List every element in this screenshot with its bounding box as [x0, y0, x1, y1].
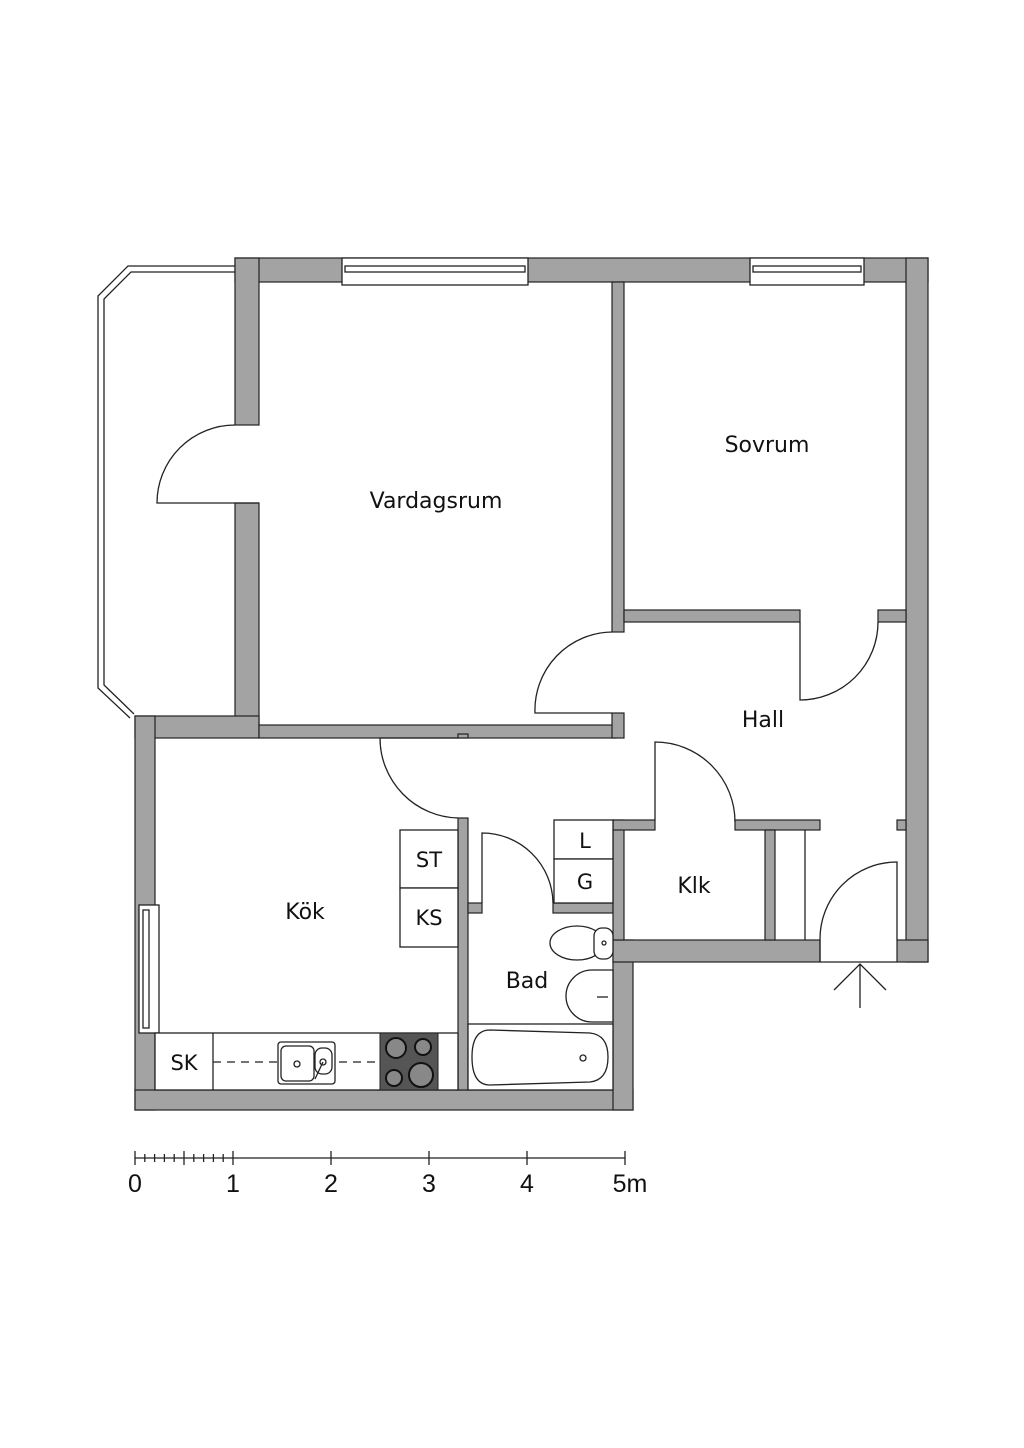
fixture-label-ks: KS: [415, 906, 442, 930]
scale-label: 4: [520, 1170, 534, 1198]
l-cabinet: [553, 819, 614, 860]
fixture-label-g: G: [577, 870, 593, 894]
window-kitchen: [138, 904, 160, 1034]
entrance-arrow-icon: [833, 963, 887, 1008]
ks-cabinet: [399, 887, 459, 948]
fixture-label-st: ST: [416, 848, 442, 872]
living-door[interactable]: [534, 631, 613, 714]
scale-label: 1: [226, 1170, 240, 1198]
fixture-label-sk: SK: [170, 1051, 198, 1075]
scale-label: 0: [128, 1170, 142, 1198]
scale-label: 2: [324, 1170, 338, 1198]
scale-bar: 0 1 2 3 4 5m: [128, 1151, 647, 1198]
g-cabinet: [553, 858, 614, 904]
entrance-door[interactable]: [819, 861, 898, 963]
scale-label: 5m: [613, 1170, 648, 1198]
closet-door[interactable]: [654, 741, 736, 823]
room-label-living: Vardagsrum: [370, 489, 503, 514]
bath-door[interactable]: [481, 832, 554, 904]
st-cabinet: [399, 829, 459, 889]
scale-label: 3: [422, 1170, 436, 1198]
room-label-bedroom: Sovrum: [725, 433, 810, 458]
room-label-hall: Hall: [742, 708, 784, 733]
window-living: [341, 257, 529, 286]
room-label-closet: Klk: [677, 874, 711, 899]
kitchen-door[interactable]: [379, 737, 459, 819]
bedroom-door[interactable]: [799, 621, 879, 701]
sink-icon: [277, 1041, 336, 1085]
bathtub-icon: [471, 1029, 609, 1086]
room-label-bath: Bad: [506, 969, 549, 994]
stove-icon: [379, 1032, 439, 1091]
balcony: [97, 265, 235, 719]
window-bedroom: [749, 257, 865, 286]
balcony-door[interactable]: [156, 424, 259, 504]
fixture-label-l: L: [579, 829, 591, 853]
washbasin-icon: [565, 969, 614, 1023]
toilet-icon: [549, 925, 614, 961]
room-label-kitchen: Kök: [285, 900, 325, 925]
walls: [134, 257, 929, 1111]
